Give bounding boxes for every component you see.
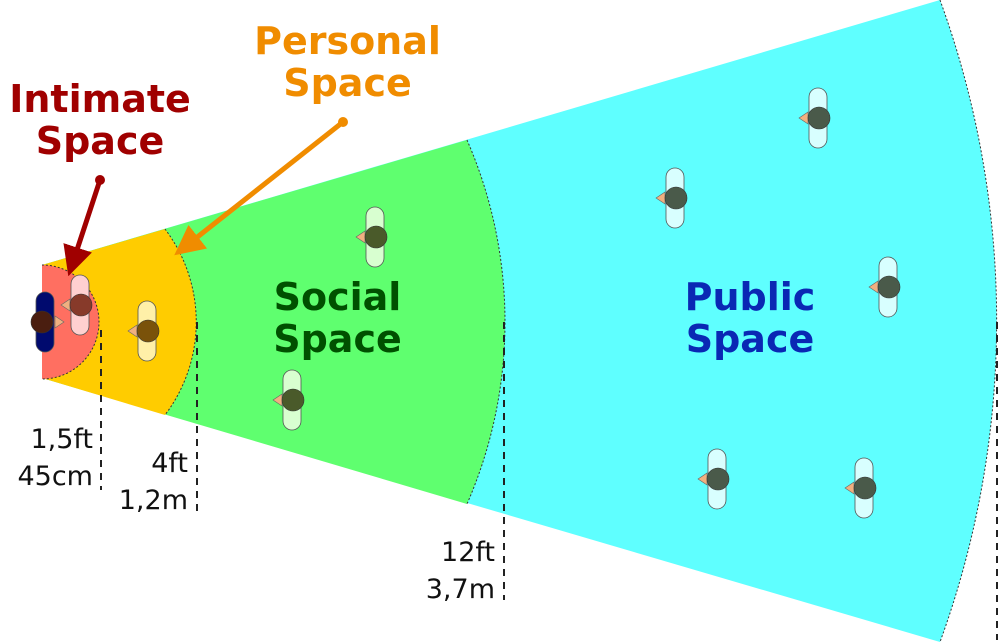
person-icon xyxy=(798,87,831,149)
person-icon xyxy=(272,369,305,431)
person-icon xyxy=(127,300,160,362)
person-icon xyxy=(697,448,730,510)
person-icon xyxy=(355,206,388,268)
public-zone xyxy=(42,0,997,642)
person-icon xyxy=(60,274,93,336)
person-icon xyxy=(844,457,877,519)
intimate-arrow xyxy=(63,179,103,277)
social-zone xyxy=(42,140,505,504)
distance-lines xyxy=(100,322,998,640)
person-icon xyxy=(868,256,901,318)
person-icon xyxy=(655,167,688,229)
person-icon xyxy=(30,291,65,353)
personal-arrow xyxy=(174,120,345,256)
